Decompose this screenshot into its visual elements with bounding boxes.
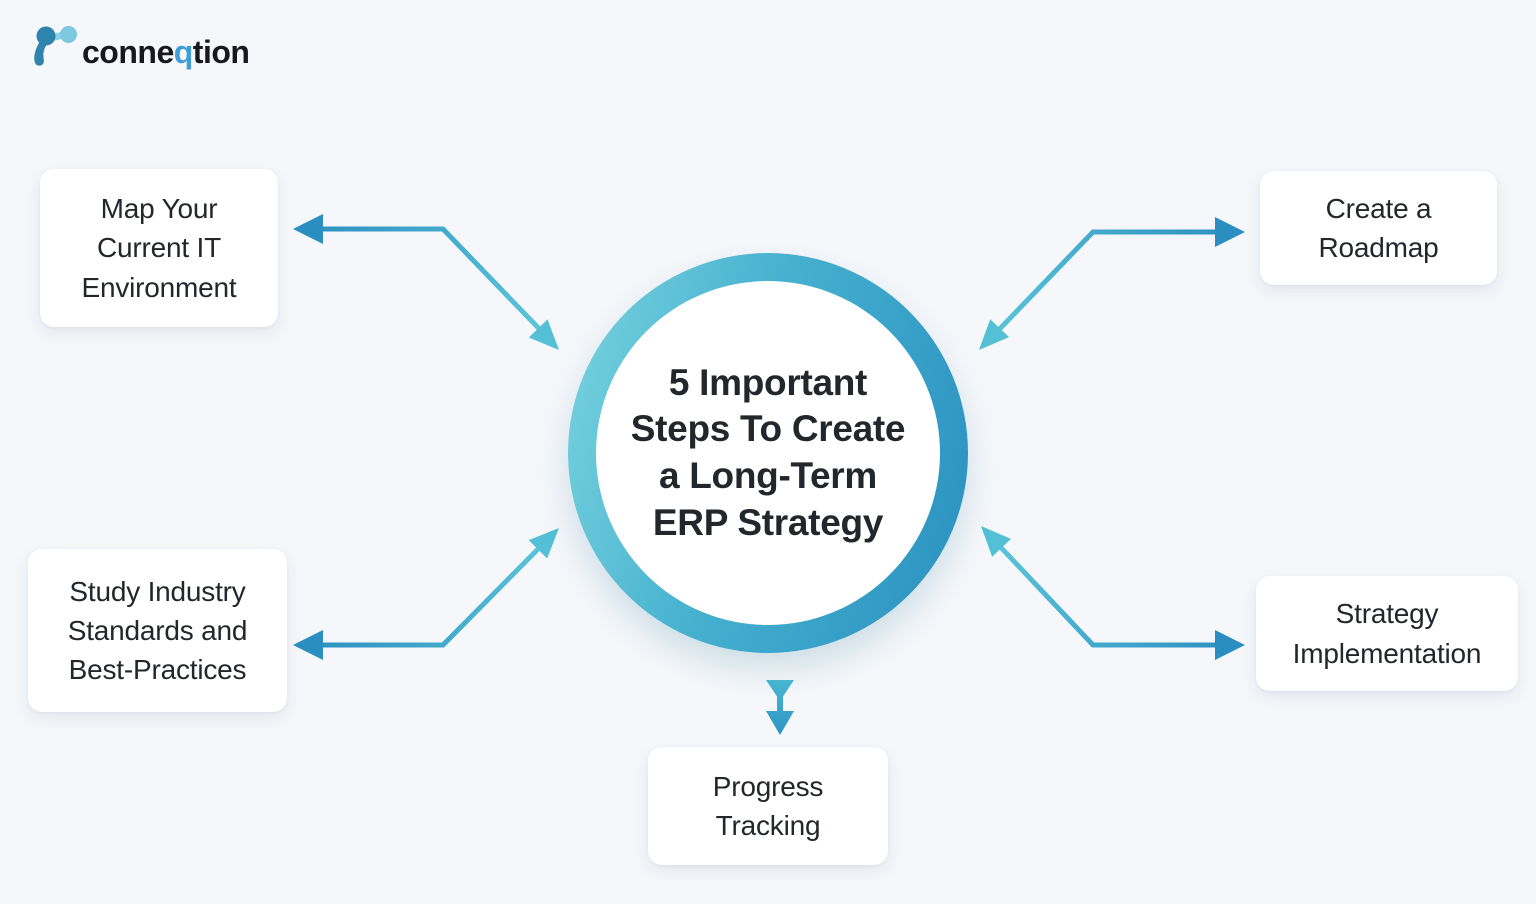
arrow-bottom-left <box>293 528 559 660</box>
arrowhead-to-progress-card <box>766 711 794 735</box>
center-title-line: 5 Important <box>668 361 868 403</box>
step-label-line: Roadmap <box>1318 232 1439 263</box>
step-label-line: Standards and <box>67 614 248 646</box>
arrowhead-to-circle-br <box>981 526 1012 557</box>
step-label-line: Environment <box>81 271 237 303</box>
arrow-stem <box>777 696 783 713</box>
logo-accent-letter: q <box>173 34 194 70</box>
arrowhead-to-map-card <box>293 214 323 244</box>
center-title-line: Steps To Create <box>630 408 906 450</box>
conneqtion-logo-text: conneqtion <box>82 34 250 70</box>
arrowhead-to-roadmap-card <box>1215 217 1245 247</box>
arrowhead-funnel-top <box>766 680 794 701</box>
molecule-nodes-icon <box>34 26 77 66</box>
step-card-study-standards: Study Industry Standards and Best-Practi… <box>28 549 287 712</box>
conneqtion-logo: conneqtion <box>30 22 250 70</box>
center-circle: 5 Important Steps To Create a Long-Term … <box>568 253 968 653</box>
center-title-line: ERP Strategy <box>652 501 884 543</box>
arrow-top-left <box>293 214 559 350</box>
step-label-line: Create a <box>1325 192 1432 224</box>
center-title: 5 Important Steps To Create a Long-Term … <box>630 360 906 546</box>
step-label-line: Strategy <box>1335 598 1439 630</box>
center-title-line: a Long-Term <box>658 455 877 496</box>
step-card-map-it-environment: Map Your Current IT Environment <box>40 169 278 327</box>
arrow-bottom-center <box>766 680 794 735</box>
arrowhead-to-circle-tl <box>528 319 559 350</box>
arrowhead-to-circle-tr <box>979 319 1010 350</box>
step-card-create-roadmap: Create a Roadmap <box>1260 171 1497 285</box>
logo-prefix: conne <box>82 34 174 70</box>
arrowhead-to-implementation-card <box>1215 630 1245 660</box>
center-circle-inner: 5 Important Steps To Create a Long-Term … <box>596 281 940 625</box>
step-card-progress-tracking: Progress Tracking <box>648 747 888 865</box>
arrow-top-right <box>979 217 1245 350</box>
logo-suffix: tion <box>192 34 250 70</box>
arrowhead-to-circle-bl <box>528 528 559 559</box>
step-label-line: Current IT <box>96 232 222 264</box>
step-label-line: Tracking <box>715 810 821 841</box>
arrow-bottom-right <box>981 526 1245 660</box>
step-card-strategy-implementation: Strategy Implementation <box>1256 576 1518 691</box>
step-label-line: Progress <box>712 770 824 802</box>
step-label-line: Best-Practices <box>68 654 247 686</box>
step-label-line: Implementation <box>1292 637 1482 669</box>
step-label-line: Map Your <box>100 193 218 225</box>
step-label-line: Study Industry <box>69 575 246 607</box>
arrowhead-to-standards-card <box>293 630 323 660</box>
